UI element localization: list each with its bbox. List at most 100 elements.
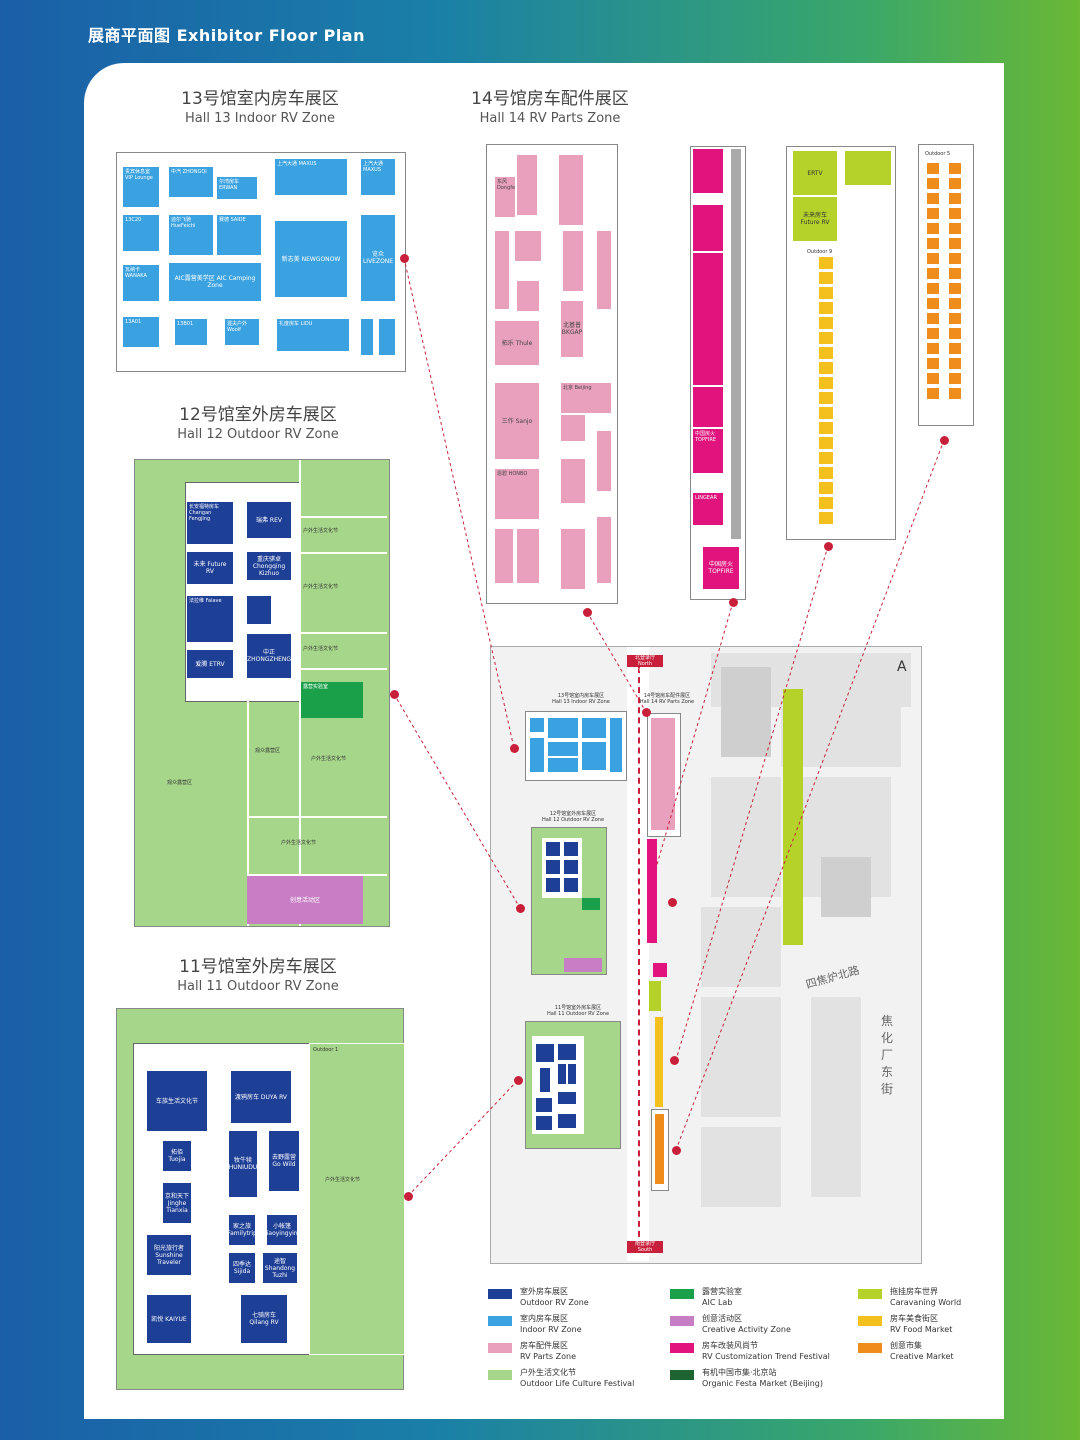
hall12-booth[interactable] [247,596,271,624]
food-booth[interactable] [819,377,833,389]
hall13-booth[interactable]: 瓦纳卡 WANAKA [123,265,159,301]
hall13-booth[interactable]: 中汽 ZHONGQI [169,167,213,197]
hall14-booth[interactable] [517,281,539,311]
hall11-booth[interactable]: 车族生活文化节 [147,1071,207,1131]
creative-market-booth[interactable] [927,373,939,384]
creative-market-booth[interactable] [949,283,961,294]
customization-booth[interactable]: 中国房火 TOPFIRE [693,429,723,473]
creative-market-booth[interactable] [949,313,961,324]
hall14-booth[interactable] [495,529,513,583]
hall13-booth[interactable]: 13B01 [175,319,207,345]
hall13-booth[interactable]: 尔湾房车 ERWAN [217,177,257,199]
food-booth[interactable] [819,437,833,449]
hall14-booth[interactable] [597,431,611,491]
creative-market-booth[interactable] [927,193,939,204]
creative-market-booth[interactable] [927,283,939,294]
hall11-booth[interactable]: 拓佰 Tuojia [163,1141,191,1171]
customization-booth[interactable] [693,325,723,385]
creative-market-booth[interactable] [949,268,961,279]
creative-market-booth[interactable] [927,343,939,354]
food-booth[interactable] [819,272,833,284]
map-hall12[interactable] [531,827,607,975]
creative-market-booth[interactable] [949,388,961,399]
hall11-booth[interactable]: 渡鸦房车 DUYA RV [231,1071,291,1123]
topfire-booth[interactable]: 中国房火 TOPFIRE [703,547,739,589]
hall12-booth[interactable]: 中正 ZHONGZHENG [247,634,291,678]
hall12-booth[interactable]: 瑞弗 REV [247,502,291,538]
hall11-booth[interactable]: 去野露营 Go Wild [269,1131,299,1191]
hall11-booth[interactable]: 京和天下 Jinghe Tianxia [163,1183,191,1223]
creative-market-booth[interactable] [949,373,961,384]
food-booth[interactable] [819,482,833,494]
hall14-booth[interactable]: 拓乐 Thule [495,321,539,365]
creative-market-booth[interactable] [927,298,939,309]
hall14-booth[interactable]: 北京 Beijing [561,383,611,413]
hall11-booth[interactable]: 凯悦 KAIYUE [147,1295,191,1343]
food-booth[interactable] [819,512,833,524]
food-booth[interactable] [819,422,833,434]
customization-booth[interactable] [693,149,723,193]
food-booth[interactable] [819,302,833,314]
creative-market-booth[interactable] [949,238,961,249]
hall13-booth[interactable] [361,319,373,355]
food-booth[interactable] [819,452,833,464]
creative-market-booth[interactable] [949,163,961,174]
hall11-booth[interactable]: 七骑房车 Qilang RV [241,1295,287,1343]
creative-market-booth[interactable] [949,298,961,309]
creative-market-booth[interactable] [949,178,961,189]
hall13-booth[interactable]: 贵宾休息室 VIP Lounge [123,167,159,207]
hall12-booth[interactable]: 重庆骐卓 Chongqing Kizhuo [247,552,291,580]
hall14-booth[interactable]: 三作 Sanjo [495,383,539,459]
creative-market-booth[interactable] [927,238,939,249]
hall12-booth[interactable]: 长安福特房车 Changan Fengjing [187,502,233,544]
creative-market-booth[interactable] [949,193,961,204]
hall14-booth[interactable] [597,517,611,583]
hall14-booth[interactable] [495,231,509,309]
hall12-booth[interactable]: 爱腾 ETRV [187,650,233,678]
hall13-booth[interactable]: 上汽大通 MAXUS [361,159,395,195]
hall11-booth[interactable]: 小帐篷 Xiaoyingying [267,1215,297,1245]
hall14-booth[interactable] [597,231,611,309]
hall13-booth[interactable]: 礼度房车 LIDU [277,319,349,351]
aic-lab-zone[interactable]: 露营实验室 [301,682,363,718]
creative-market-booth[interactable] [927,223,939,234]
hall14-booth[interactable] [517,155,537,215]
hall13-booth[interactable]: 上汽大通 MAXUS [275,159,347,195]
creative-market-booth[interactable] [927,313,939,324]
food-booth[interactable] [819,347,833,359]
hall14-booth[interactable] [515,231,541,261]
hall11-booth[interactable]: 阳光旅行者 Sunshine Traveler [147,1235,191,1275]
creative-market-booth[interactable] [927,328,939,339]
creative-market-booth[interactable] [949,358,961,369]
map-hall13[interactable] [525,711,627,781]
hall14-booth[interactable] [561,529,585,589]
hall11-booth[interactable]: 四季达 Sijida [229,1253,255,1283]
hall14-booth[interactable]: 恩碧 HONBO [495,469,539,519]
food-booth[interactable] [819,407,833,419]
creative-market-booth[interactable] [949,253,961,264]
customization-booth[interactable] [693,387,723,427]
food-booth[interactable] [819,497,833,509]
ertv-booth[interactable]: ERTV [793,151,837,195]
creative-market-booth[interactable] [927,388,939,399]
food-booth[interactable] [819,392,833,404]
hall14-booth[interactable] [561,459,585,503]
creative-market-booth[interactable] [927,208,939,219]
hall13-booth[interactable]: 13C20 [123,215,159,251]
creative-market-booth[interactable] [927,253,939,264]
hall13-booth[interactable] [379,319,395,355]
customization-booth[interactable]: LINGEAR [693,493,723,525]
hall13-booth[interactable]: 渥夫户外 Woolf [225,319,259,345]
hall13-booth[interactable]: 迪尔飞驰 HueFeichi [169,215,213,255]
hall13-booth[interactable]: 赛德 SAIDE [217,215,261,255]
hall14-booth[interactable] [517,529,539,583]
food-booth[interactable] [819,317,833,329]
creative-market-booth[interactable] [927,178,939,189]
caravaning-booth[interactable] [845,151,891,185]
hall14-booth[interactable]: 北基普 BKGAP [561,301,583,357]
food-booth[interactable] [819,467,833,479]
creative-market-booth[interactable] [927,358,939,369]
hall12-booth[interactable]: 法拉维 Falave [187,596,233,642]
food-booth[interactable] [819,257,833,269]
